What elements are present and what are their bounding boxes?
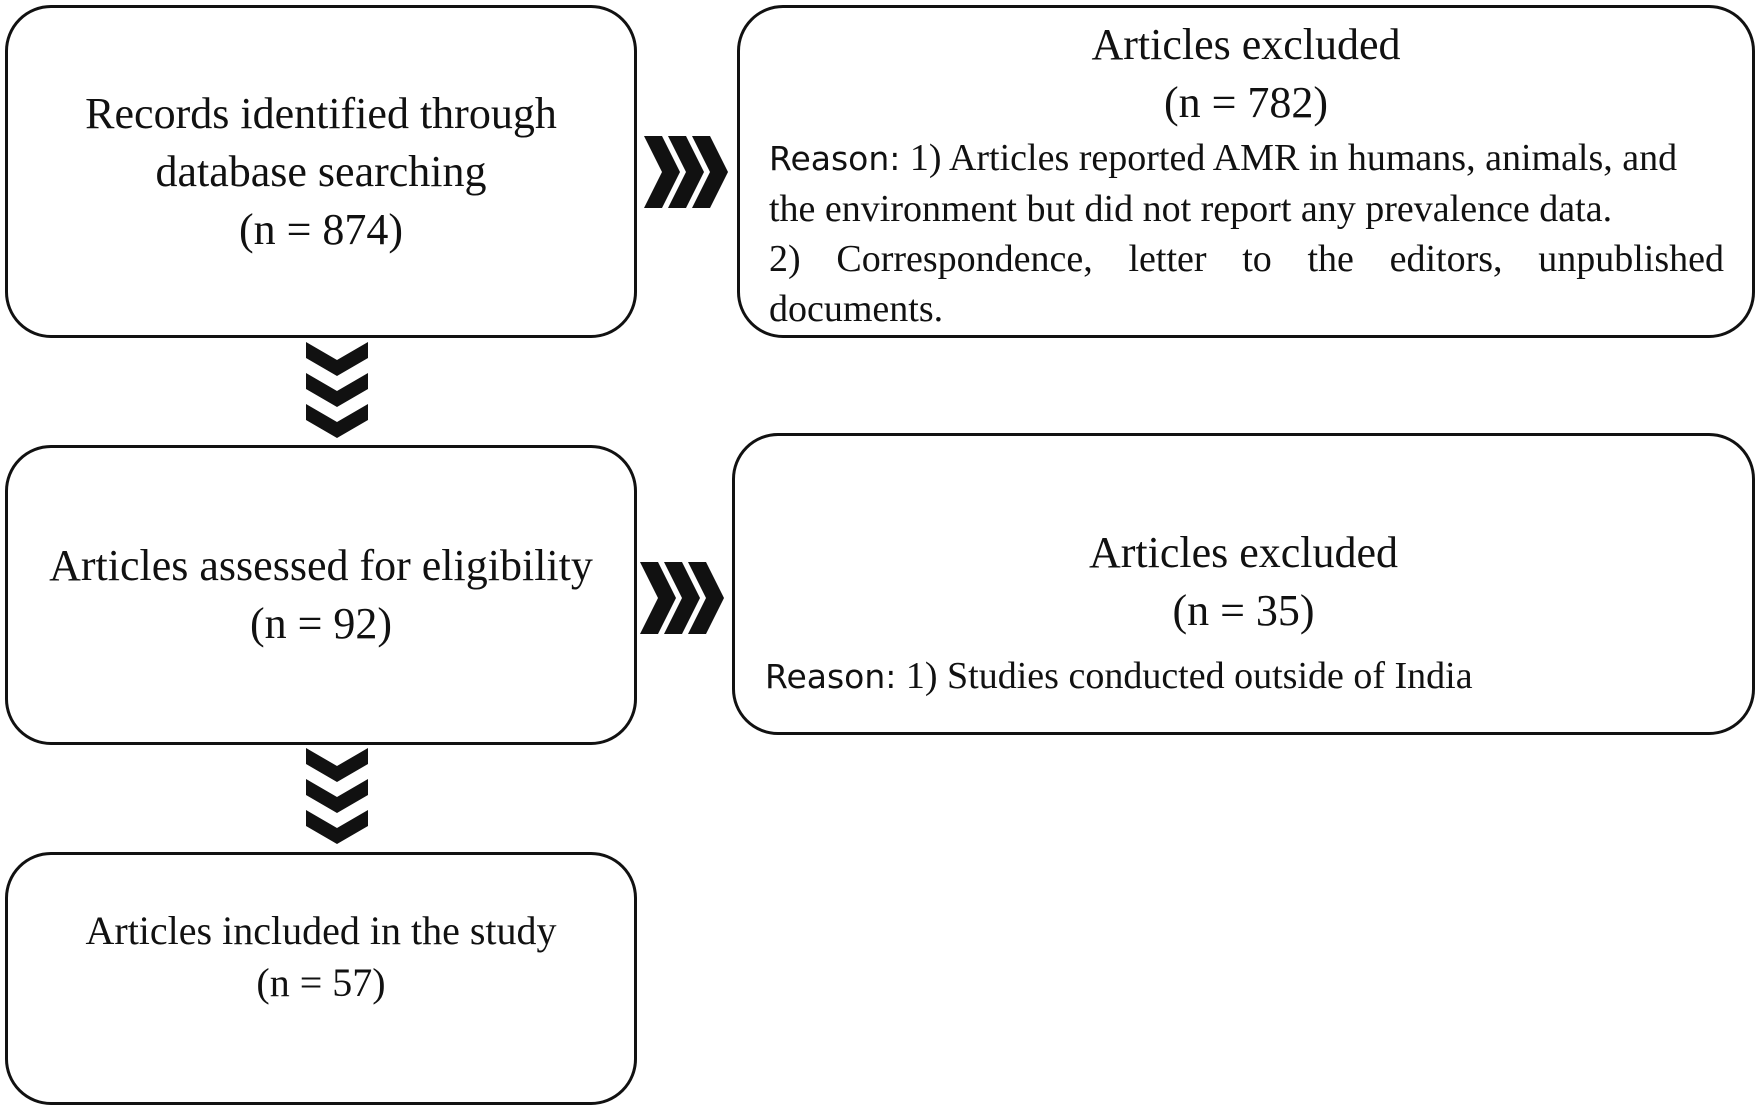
excluded-second-reason-label: Reason:	[765, 657, 897, 696]
records-identified-count: (n = 874)	[238, 204, 404, 254]
eligibility-count: (n = 92)	[249, 599, 393, 648]
excluded-second-box: Articles excluded (n = 35) Reason: 1) St…	[732, 433, 1755, 735]
excluded-second-reason-1-text: 1) Studies conducted outside of India	[905, 655, 1473, 697]
triple-chevron-down-icon	[306, 342, 368, 438]
eligibility-label: Articles assessed for eligibility	[49, 541, 593, 590]
triple-chevron-right-icon	[640, 562, 724, 634]
records-identified-label-line1: Records identified through	[85, 88, 557, 138]
included-label: Articles included in the study	[85, 908, 557, 953]
included-count: (n = 57)	[256, 960, 386, 1005]
excluded-first-title: Articles excluded	[1091, 20, 1401, 69]
excluded-first-count: (n = 782)	[1163, 78, 1329, 127]
included-box: Articles included in the study (n = 57)	[5, 852, 637, 1105]
records-identified-box: Records identified through database sear…	[5, 5, 637, 338]
excluded-first-reason-1-text: 1) Articles reported AMR in humans, anim…	[769, 137, 1678, 230]
excluded-first-reason-2: 2) Correspondence, letter to the editors…	[769, 238, 1724, 330]
excluded-first-reason-1: Reason: 1) Articles reported AMR in huma…	[769, 133, 1724, 234]
excluded-second-count: (n = 35)	[1172, 586, 1315, 635]
records-identified-label-line2: database searching	[155, 146, 487, 196]
excluded-first-reason-label: Reason:	[769, 139, 901, 178]
excluded-second-title: Articles excluded	[1088, 528, 1399, 577]
triple-chevron-right-icon	[644, 136, 728, 208]
triple-chevron-down-icon	[306, 748, 368, 844]
eligibility-box: Articles assessed for eligibility (n = 9…	[5, 445, 637, 745]
excluded-first-box: Articles excluded (n = 782) Reason: 1) A…	[737, 5, 1755, 338]
